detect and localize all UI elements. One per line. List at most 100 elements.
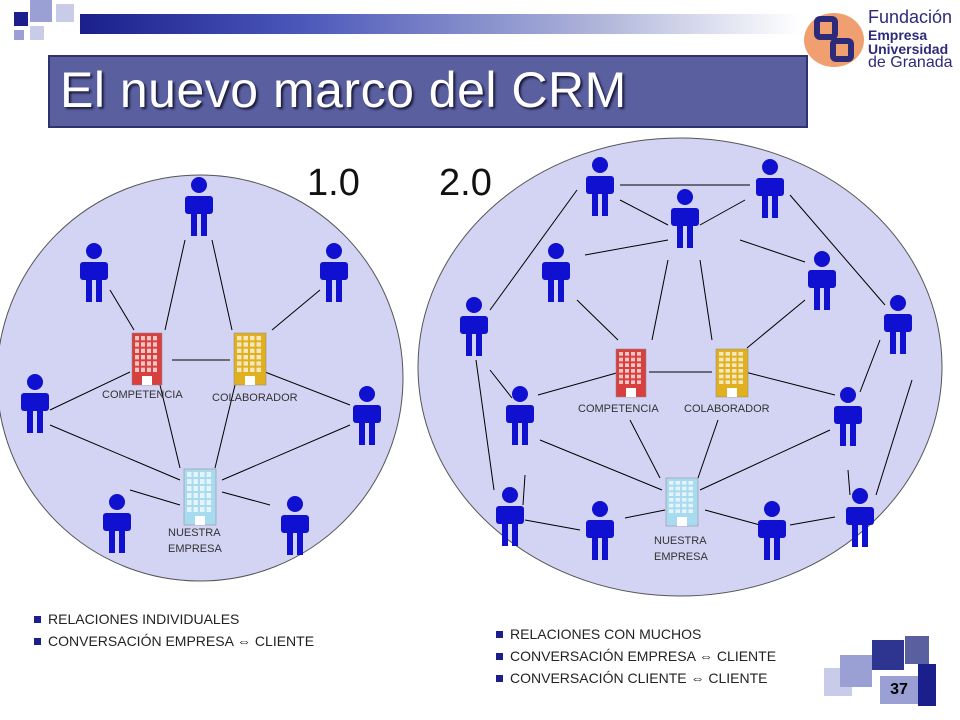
person-icon — [185, 177, 213, 236]
bullet-item: CONVERSACIÓN EMPRESA ⇔ CLIENTE — [34, 630, 314, 652]
connection-line — [164, 239, 186, 331]
person-icon — [756, 159, 784, 218]
left-empresa-label-line1: NUESTRA — [168, 527, 221, 539]
empresa-building-icon — [183, 468, 217, 526]
person-icon — [460, 297, 488, 356]
person-icon — [353, 386, 381, 445]
person-icon — [281, 496, 309, 555]
connection-line — [522, 474, 526, 506]
connection-line — [584, 239, 669, 256]
person-icon — [21, 374, 49, 433]
connection-line — [49, 424, 181, 481]
logo-line-2: Empresa — [868, 27, 928, 43]
deco-square — [30, 26, 44, 40]
connection-line — [489, 369, 513, 399]
left-competencia-label: COMPETENCIA — [102, 389, 183, 401]
page-number: 37 — [890, 681, 908, 698]
connection-line — [789, 194, 886, 306]
logo-line-1: Fundación — [868, 7, 953, 27]
right-competencia-label: COMPETENCIA — [578, 403, 659, 415]
person-icon — [846, 488, 874, 547]
connection-line — [49, 371, 131, 411]
connection-line — [271, 289, 321, 331]
connection-line — [475, 359, 495, 491]
connection-line — [875, 379, 913, 496]
connection-line — [697, 419, 719, 479]
person-icon — [808, 251, 836, 310]
left-empresa-label-line2: EMPRESA — [168, 543, 222, 555]
competencia-building-icon — [131, 332, 163, 386]
connection-line — [214, 384, 236, 469]
connection-line — [109, 289, 135, 331]
connection-line — [221, 491, 271, 506]
connection-line — [859, 339, 881, 393]
person-icon — [834, 387, 862, 446]
right-bullet-list: RELACIONES CON MUCHOS CONVERSACIÓN EMPRE… — [496, 623, 776, 689]
connection-line — [129, 489, 181, 506]
connection-line — [619, 199, 669, 226]
logo-line-4: de Granada — [868, 54, 953, 71]
connection-line — [539, 439, 663, 491]
connection-line — [624, 509, 666, 519]
deco-square — [918, 664, 936, 706]
left-colaborador-label: COLABORADOR — [212, 392, 298, 404]
empresa-building-icon — [665, 477, 699, 527]
person-icon — [586, 157, 614, 216]
connection-line — [651, 259, 669, 341]
connection-line — [159, 384, 181, 469]
connection-line — [221, 424, 351, 481]
bullet-item: RELACIONES INDIVIDUALES — [34, 608, 314, 630]
connection-line — [629, 419, 661, 479]
connection-line — [524, 519, 581, 531]
person-icon — [320, 243, 348, 302]
connection-line — [211, 239, 233, 331]
page-title: El nuevo marco del CRM — [60, 62, 627, 118]
connection-line — [537, 371, 621, 396]
bullet-item: CONVERSACIÓN EMPRESA ⇔ CLIENTE — [496, 645, 776, 667]
right-empresa-label-line1: NUESTRA — [654, 535, 707, 547]
version-2-label: 2.0 — [439, 162, 492, 204]
deco-square — [14, 12, 28, 26]
connection-line — [746, 299, 806, 349]
connection-line — [744, 371, 836, 396]
person-icon — [496, 487, 524, 546]
connection-line — [739, 239, 806, 263]
connection-line — [789, 516, 836, 526]
person-icon — [671, 189, 699, 248]
deco-square — [872, 640, 904, 670]
person-icon — [884, 295, 912, 354]
connection-line — [489, 189, 578, 311]
deco-square — [14, 30, 24, 40]
deco-square — [905, 636, 929, 664]
connection-line — [704, 509, 761, 526]
person-icon — [758, 501, 786, 560]
title-box: El nuevo marco del CRM — [48, 55, 808, 128]
competencia-building-icon — [615, 348, 647, 398]
colaborador-building-icon — [715, 348, 749, 398]
header-gradient-bar — [80, 14, 800, 34]
version-1-label: 1.0 — [307, 162, 360, 204]
bullet-item: RELACIONES CON MUCHOS — [496, 623, 776, 645]
connection-line — [264, 371, 351, 406]
logo-line-3: Universidad — [868, 41, 949, 57]
deco-square — [880, 676, 918, 704]
connection-line — [699, 199, 746, 226]
left-bullet-list: RELACIONES INDIVIDUALES CONVERSACIÓN EMP… — [34, 608, 314, 652]
person-icon — [103, 494, 131, 553]
logo: Fundación Empresa Universidad de Granada — [800, 2, 960, 74]
connection-line — [847, 469, 851, 496]
bullet-item: CONVERSACIÓN CLIENTE ⇔ CLIENTE — [496, 667, 776, 689]
person-icon — [586, 501, 614, 560]
colaborador-building-icon — [233, 332, 267, 386]
right-colaborador-label: COLABORADOR — [684, 403, 770, 415]
deco-square — [840, 655, 872, 687]
person-icon — [542, 243, 570, 302]
deco-square — [30, 0, 52, 22]
connection-line — [576, 299, 619, 341]
connection-line — [699, 259, 713, 341]
person-icon — [506, 386, 534, 445]
logo-emblem-icon — [804, 13, 864, 67]
right-empresa-label-line2: EMPRESA — [654, 551, 708, 563]
person-icon — [80, 243, 108, 302]
